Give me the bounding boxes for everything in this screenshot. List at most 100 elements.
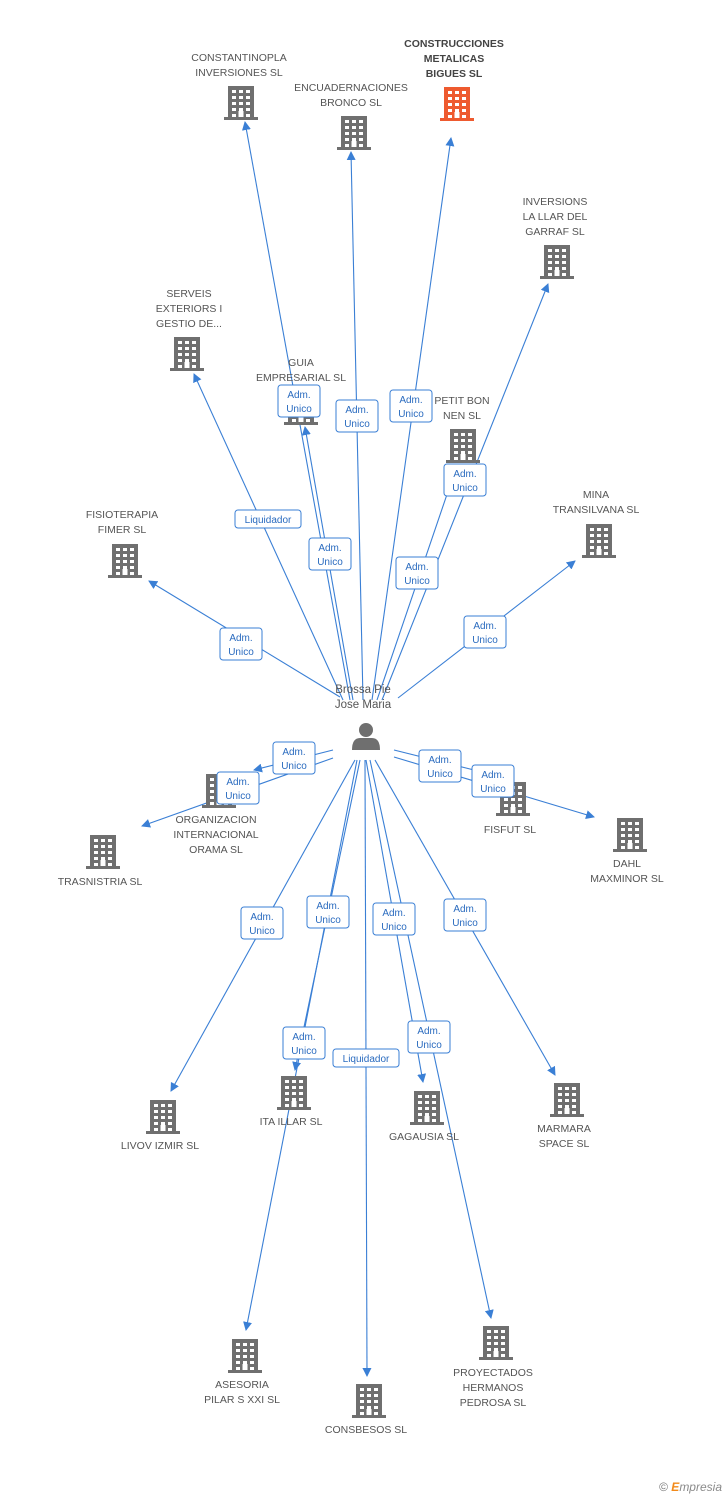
building-icon bbox=[613, 818, 647, 852]
edge-label-text: Unico bbox=[452, 918, 478, 929]
company-label-line: TRASNISTRIA SL bbox=[58, 876, 143, 888]
edge-label-text: Adm. bbox=[345, 405, 368, 416]
building-icon bbox=[410, 1091, 444, 1125]
edge-label-box bbox=[240, 906, 284, 940]
edge-label-box bbox=[471, 764, 515, 798]
edge-label-construcciones[interactable]: Adm.Unico bbox=[389, 389, 433, 423]
company-node-livov[interactable]: LIVOV IZMIR SL bbox=[121, 1100, 199, 1152]
edge-label-mina[interactable]: Adm. Unico bbox=[463, 615, 507, 649]
edge-label-text: Unico bbox=[344, 419, 370, 430]
edge-label-text: Unico bbox=[398, 409, 424, 420]
company-node-gagausia[interactable]: GAGAUSIA SL bbox=[389, 1091, 459, 1143]
edge-label-box bbox=[219, 627, 263, 661]
company-label-line: GESTIO DE... bbox=[156, 318, 222, 330]
edge-label-constantinopla[interactable]: Adm. Unico bbox=[277, 384, 321, 418]
edge-label-box bbox=[216, 771, 260, 805]
copyright-mark: © bbox=[659, 1480, 668, 1494]
edge-label-fisioterapia[interactable]: Adm. Unico bbox=[219, 627, 263, 661]
edge-label-text: Unico bbox=[286, 404, 312, 415]
edge-label-inversions[interactable]: Adm. Unico bbox=[443, 463, 487, 497]
edge-label-proyectados[interactable]: Adm. Unico bbox=[407, 1020, 451, 1054]
edge-label-box bbox=[282, 1026, 326, 1060]
company-node-itaillar[interactable]: ITA ILLAR SL bbox=[260, 1076, 323, 1128]
edge-label-text: Adm. bbox=[287, 390, 310, 401]
edge-label-serveis[interactable]: Liquidador bbox=[234, 509, 302, 529]
edge-label-text: Adm. bbox=[316, 901, 339, 912]
person-icon bbox=[352, 723, 380, 750]
company-label-line: LA LLAR DEL bbox=[523, 211, 588, 223]
edge-label-text: Adm. bbox=[453, 469, 476, 480]
edge-label-text: Liquidador bbox=[343, 1054, 390, 1065]
company-label-line: PEDROSA SL bbox=[460, 1397, 527, 1409]
edge-label-text: Unico bbox=[404, 576, 430, 587]
branding[interactable]: © Empresia bbox=[659, 1480, 722, 1494]
building-icon bbox=[446, 429, 480, 463]
building-icon bbox=[228, 1339, 262, 1373]
edge-label-itaillar[interactable]: Adm.Unico bbox=[306, 895, 350, 929]
edge-label-livov[interactable]: Adm.Unico bbox=[240, 906, 284, 940]
edge-label-text: Unico bbox=[225, 791, 251, 802]
edge-label-consbesos[interactable]: Liquidador bbox=[332, 1048, 400, 1068]
company-label-line: PETIT BON bbox=[434, 395, 489, 407]
edge-label-text: Adm. bbox=[481, 770, 504, 781]
company-label-line: GARRAF SL bbox=[525, 226, 585, 238]
edge-label-marmara[interactable]: Adm.Unico bbox=[443, 898, 487, 932]
company-label-line: SPACE SL bbox=[539, 1138, 590, 1150]
edge-label-box bbox=[306, 895, 350, 929]
building-icon bbox=[337, 116, 371, 150]
edge-label-text: Adm. bbox=[417, 1026, 440, 1037]
company-label-line: INTERNACIONAL bbox=[173, 829, 258, 841]
edge-label-organizacion[interactable]: Adm.Unico bbox=[272, 741, 316, 775]
edge-label-trasnistria[interactable]: Adm.Unico bbox=[216, 771, 260, 805]
edge-label-text: Unico bbox=[381, 922, 407, 933]
edge-label-text: Adm. bbox=[292, 1032, 315, 1043]
edge-label-text: Unico bbox=[228, 647, 254, 658]
edge-label-text: Adm. bbox=[282, 747, 305, 758]
edge-label-text: Unico bbox=[416, 1040, 442, 1051]
building-icon bbox=[479, 1326, 513, 1360]
company-node-consbesos[interactable]: CONSBESOS SL bbox=[325, 1384, 407, 1436]
company-label-line: PILAR S XXI SL bbox=[204, 1394, 280, 1406]
edge-label-box bbox=[443, 463, 487, 497]
person-name-line: Jose Maria bbox=[335, 699, 392, 711]
company-label-line: GAGAUSIA SL bbox=[389, 1131, 459, 1143]
edge-label-text: Unico bbox=[452, 483, 478, 494]
company-label-line: INVERSIONS bbox=[523, 196, 588, 208]
edge-label-petitbon[interactable]: Adm.Unico bbox=[395, 556, 439, 590]
edge-label-text: Adm. bbox=[318, 543, 341, 554]
building-icon bbox=[540, 245, 574, 279]
company-node-asesoria[interactable]: ASESORIA PILAR S XXI SL bbox=[204, 1339, 280, 1406]
edge-label-text: Liquidador bbox=[245, 515, 292, 526]
edge-label-gagausia[interactable]: Adm.Unico bbox=[372, 902, 416, 936]
edge-label-box bbox=[407, 1020, 451, 1054]
building-icon bbox=[108, 544, 142, 578]
edge-label-box bbox=[234, 509, 302, 529]
person-name-line: Brossa Pie bbox=[335, 684, 391, 696]
company-label-line: DAHL bbox=[613, 858, 641, 870]
company-label-line: INVERSIONES SL bbox=[195, 67, 283, 79]
company-node-inversions[interactable]: INVERSIONS LA LLAR DEL GARRAF SL bbox=[523, 196, 588, 279]
company-label-line: MARMARA bbox=[537, 1123, 591, 1135]
edge-label-encuadernaciones[interactable]: Adm. Unico bbox=[335, 399, 379, 433]
edge-label-text: Adm. bbox=[473, 621, 496, 632]
company-label-line: ASESORIA bbox=[215, 1379, 269, 1391]
edge-label-guia[interactable]: Adm.Unico bbox=[308, 537, 352, 571]
edge-label-dahl[interactable]: Adm.Unico bbox=[471, 764, 515, 798]
edge-label-text: Adm. bbox=[229, 633, 252, 644]
edge-label-text: Unico bbox=[472, 635, 498, 646]
company-node-marmara[interactable]: MARMARA SPACE SL bbox=[537, 1083, 591, 1150]
edge-label-fisfut[interactable]: Adm.Unico bbox=[418, 749, 462, 783]
company-node-trasnistria[interactable]: TRASNISTRIA SL bbox=[58, 835, 143, 888]
edge-label-asesoria[interactable]: Adm.Unico bbox=[282, 1026, 326, 1060]
company-label-line: ORGANIZACION bbox=[175, 814, 256, 826]
